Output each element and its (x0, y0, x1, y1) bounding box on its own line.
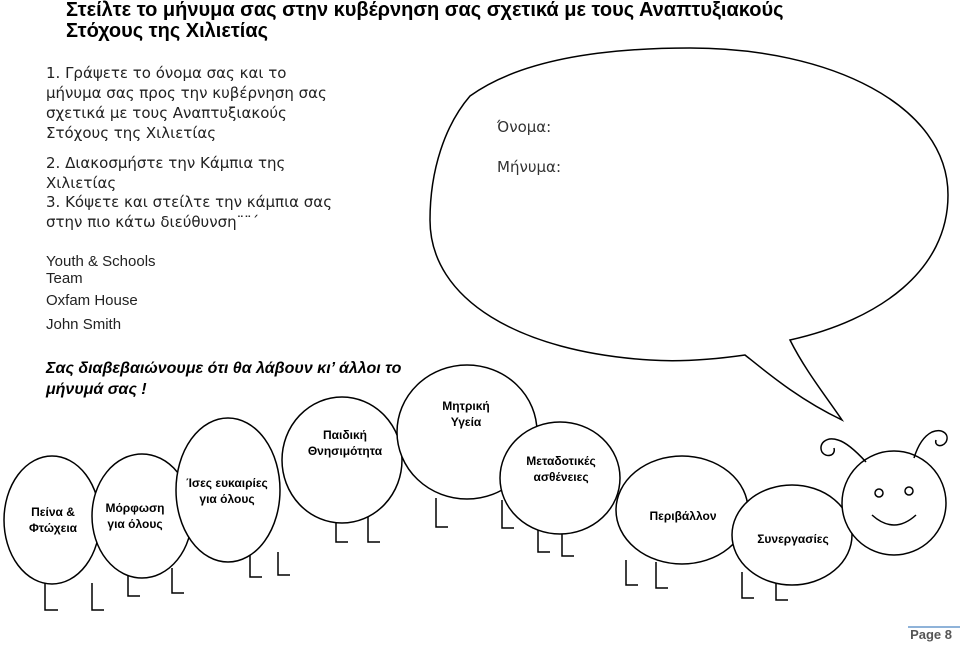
segment-label-diseases: Μεταδοτικές ασθένειες (526, 454, 596, 484)
segment-label-equality: Ίσες ευκαιρίες για όλους (186, 476, 268, 506)
segment-label-education: Μόρφωση για όλους (105, 501, 165, 531)
caterpillar-head (841, 450, 947, 556)
page-title: Στείλτε το μήνυμα σας στην κυβέρνηση σας… (66, 0, 784, 42)
antennae (820, 430, 948, 463)
segment-label-child-mortality: Παιδική Θνησιμότητα (307, 428, 383, 458)
name-label: Όνομα: (497, 118, 552, 136)
segment-label-partnerships: Συνεργασίες (757, 532, 829, 546)
segment-label-hunger: Πείνα & Φτώχεια (28, 505, 78, 535)
instruction-step-3: 3. Κόψετε και στείλτε την κάμπια σας στη… (46, 193, 332, 231)
address-line-4: John Smith (46, 316, 122, 333)
segment-equality (175, 417, 281, 563)
address-line-2: Team (46, 270, 83, 287)
segment-label-maternal-health: Μητρική Υγεία (442, 399, 490, 429)
address-line-3: Oxfam House (46, 292, 138, 309)
speech-bubble (429, 47, 949, 422)
face (871, 486, 917, 526)
instruction-step-2: 2. Διακοσμήστε την Κάμπια της Χιλιετίας (46, 154, 286, 192)
footer-rule (908, 626, 960, 628)
instruction-step-1: 1. Γράψετε το όνομα σας και το μήνυμα σα… (46, 64, 327, 142)
assurance-text: Σας διαβεβαιώνουμε ότι θα λάβουν κι’ άλλ… (46, 360, 402, 398)
caterpillar-legs (44, 498, 788, 611)
segment-diseases (499, 421, 621, 535)
page-number: Page 8 (910, 627, 952, 642)
segment-partnerships (731, 484, 853, 586)
segment-child-mortality (281, 396, 403, 524)
address-line-1: Youth & Schools (46, 253, 156, 270)
message-label: Μήνυμα: (497, 158, 561, 176)
segment-label-environment: Περιβάλλον (649, 509, 717, 523)
